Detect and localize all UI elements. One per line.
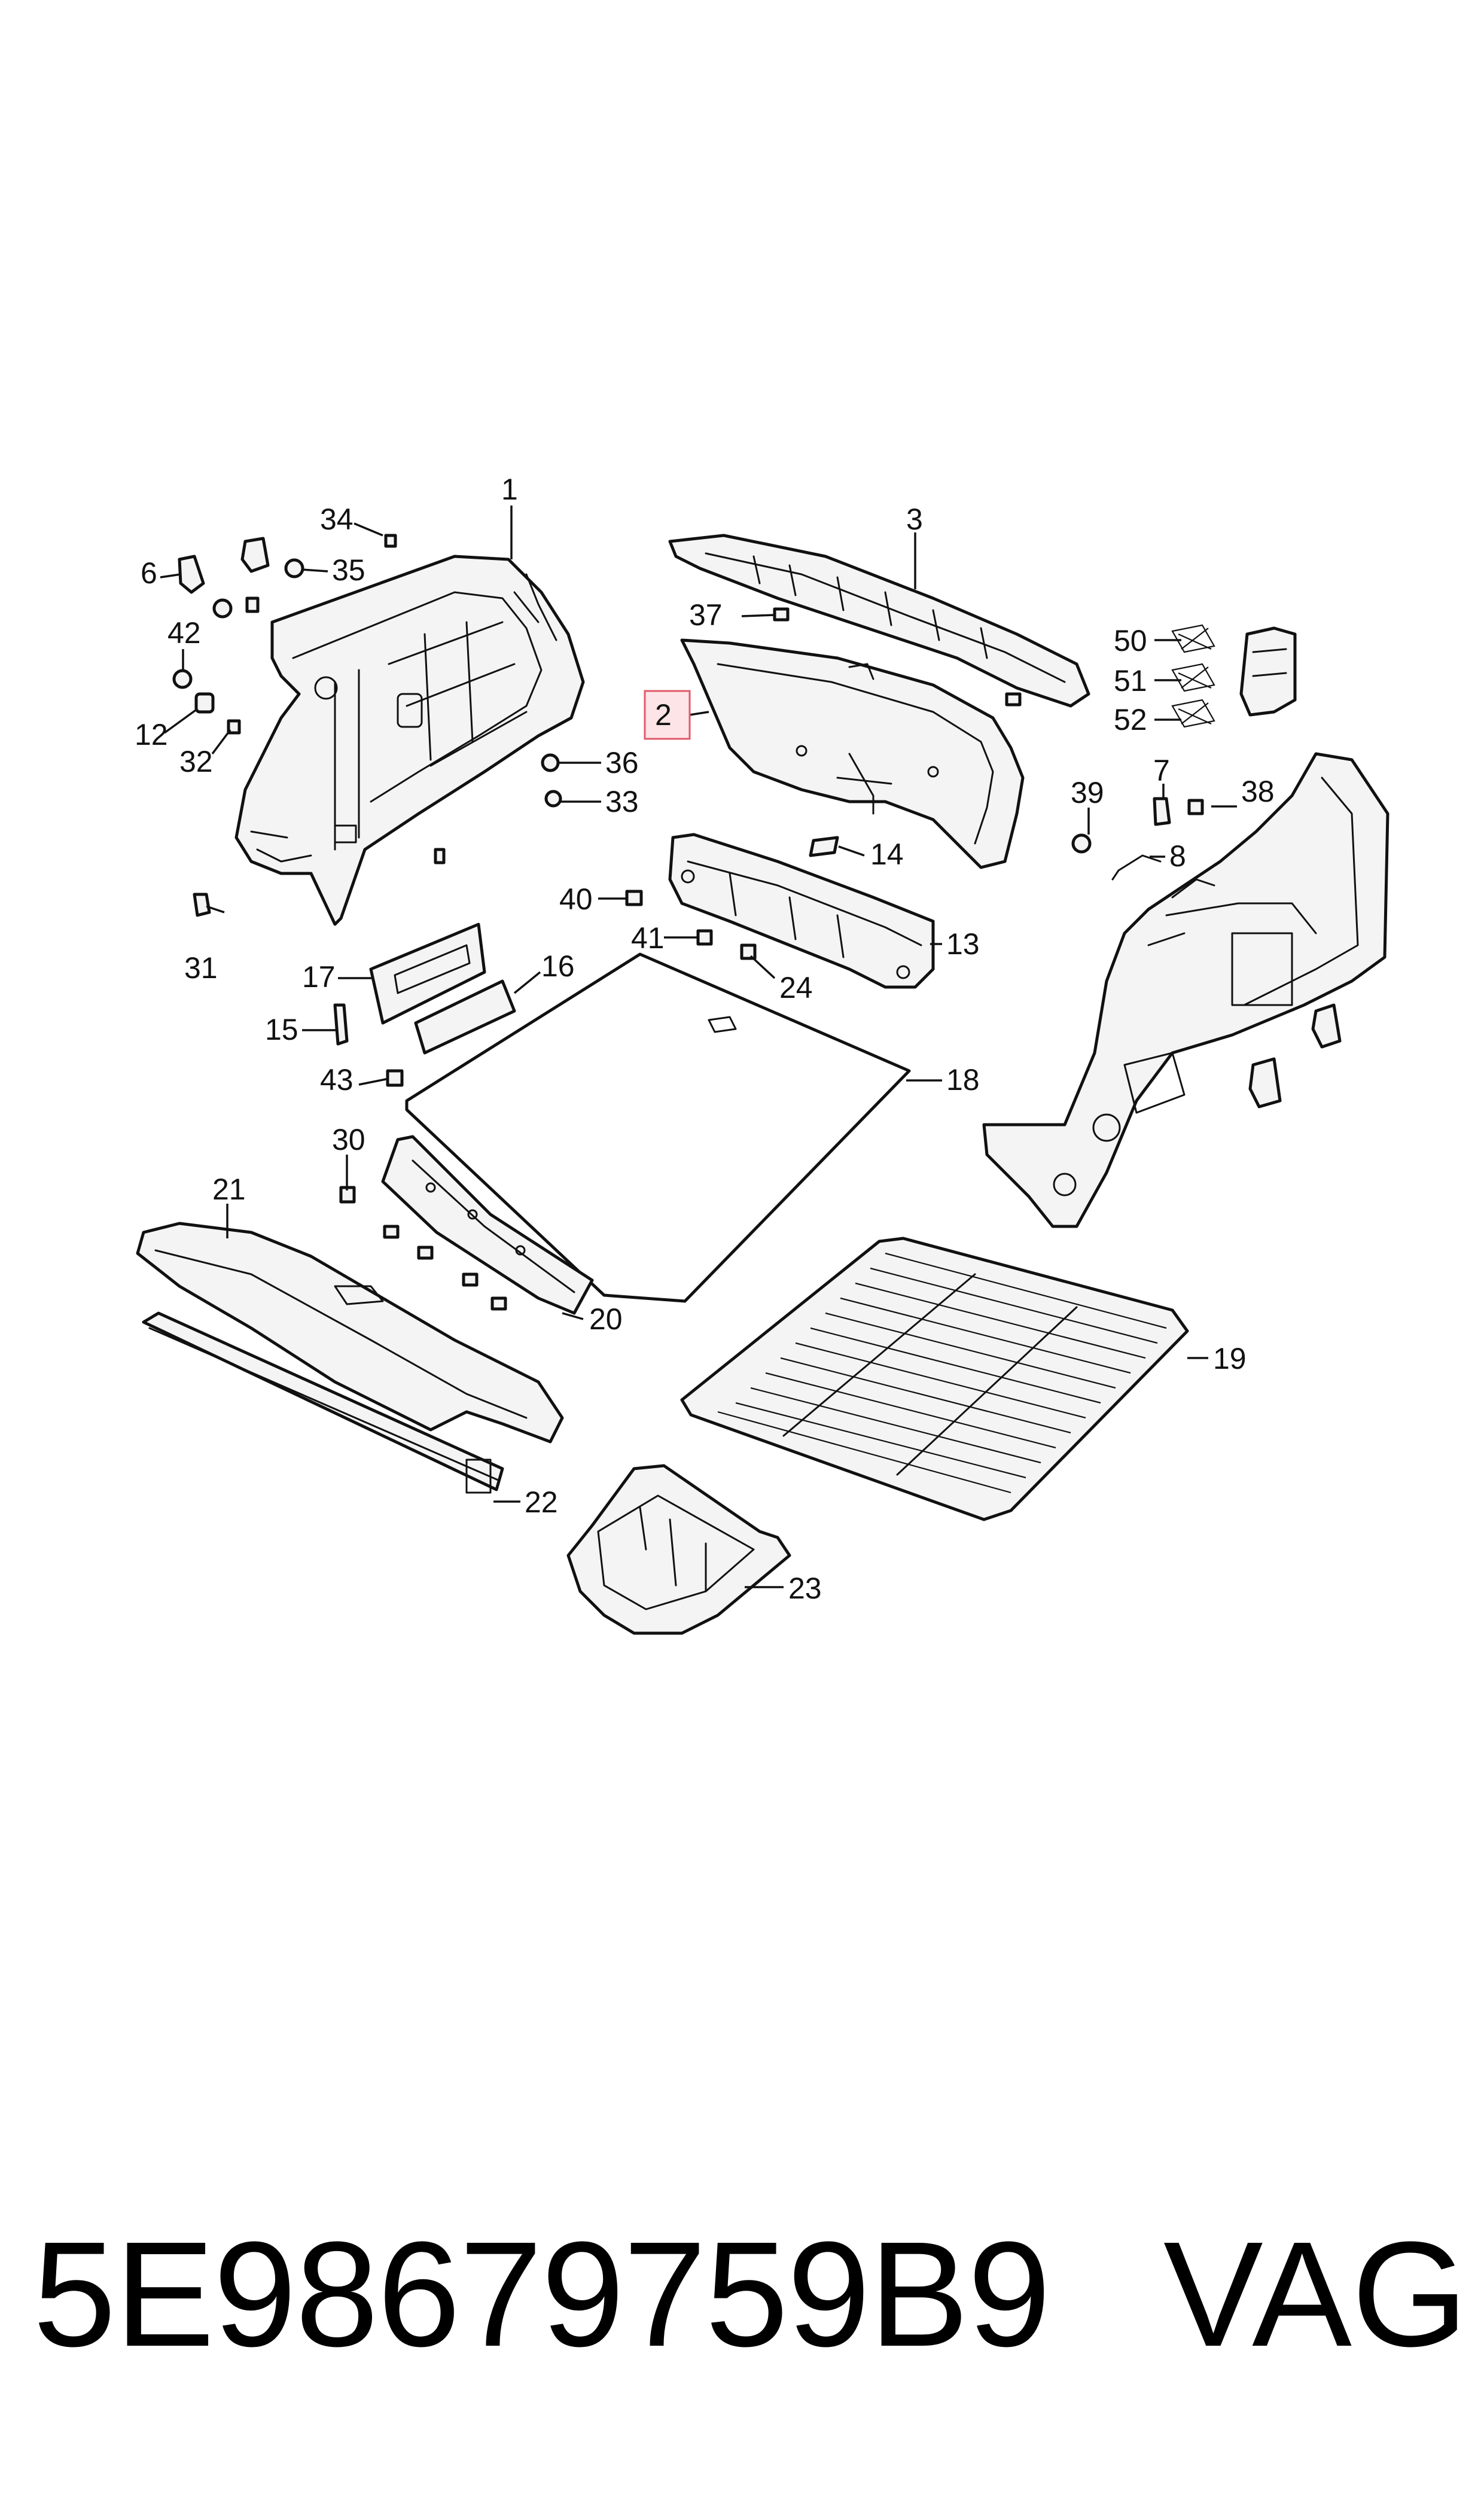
part-14-tab: [809, 836, 839, 857]
part-2-tailgate-trim: [680, 638, 1025, 869]
callout-37: 37: [689, 598, 723, 632]
callout-14: 14: [870, 838, 904, 871]
fastener-mid-a: [212, 598, 233, 619]
fastener-35: [284, 558, 304, 578]
callout-31: 31: [184, 951, 218, 985]
callout-1: 1: [501, 473, 518, 506]
fastener-33: [544, 790, 562, 808]
net-hook-50: [1171, 624, 1215, 653]
callout-24: 24: [779, 971, 813, 1004]
callout-39: 39: [1071, 776, 1104, 809]
part-1-left-side-trim: [234, 555, 585, 926]
part-23-storage-tray: [566, 1464, 791, 1635]
callout-40: 40: [559, 882, 593, 916]
callout-2: 2: [655, 698, 672, 732]
fastener-31: [193, 893, 211, 917]
fastener-20d: [490, 1296, 507, 1311]
part-3-upper-trim: [668, 534, 1090, 708]
callout-20: 20: [589, 1302, 623, 1336]
callout-19: 19: [1213, 1342, 1247, 1375]
callout-52: 52: [1114, 703, 1147, 736]
callout-3: 3: [906, 503, 923, 536]
highlighted-callout-box: [644, 690, 691, 740]
callout-6: 6: [141, 556, 157, 590]
part-18-luggage-floor: [405, 952, 911, 1303]
part-15-clip: [333, 1003, 349, 1046]
callout-33: 33: [605, 785, 639, 818]
right-side-trim: [982, 752, 1389, 1228]
callout-21: 21: [212, 1173, 246, 1206]
leader-lines: [160, 506, 1237, 1588]
fastener-20c: [462, 1272, 479, 1287]
callout-17: 17: [302, 960, 336, 994]
part-8-strap: [1111, 854, 1162, 881]
callout-18: 18: [946, 1063, 980, 1097]
callout-15: 15: [265, 1013, 298, 1046]
callout-8: 8: [1169, 839, 1186, 873]
fastener-38: [1187, 799, 1204, 815]
fastener-34: [240, 537, 270, 573]
brand-text: VAG: [1163, 2211, 1468, 2377]
callout-51: 51: [1114, 664, 1147, 698]
fastener-3-right: [1005, 692, 1022, 707]
callout-35: 35: [332, 553, 365, 587]
fastener-24: [740, 943, 757, 960]
callout-22: 22: [525, 1485, 558, 1519]
part-20-floor-rail: [381, 1135, 594, 1315]
part-17-side-cover: [369, 922, 486, 1025]
fastener-mid-b: [245, 596, 260, 613]
fastener-40: [625, 890, 643, 906]
part-number-text: 5E98679759B9: [33, 2211, 1051, 2377]
right-small-clip-b: [1248, 1057, 1282, 1109]
fastener-37: [773, 607, 790, 622]
callout-34: 34: [320, 503, 354, 536]
right-small-clip-a: [1311, 1003, 1342, 1049]
callout-50: 50: [1114, 624, 1147, 657]
fastener-bracket-1: [434, 848, 446, 864]
callout-42: 42: [167, 616, 201, 650]
fastener-42: [172, 669, 193, 689]
callout-labels: 1 2 3 6 7 8 12 13 14 15 16 17 18 19 20 2…: [135, 473, 1275, 1605]
callout-12: 12: [135, 718, 168, 751]
net-hook-51: [1171, 663, 1215, 692]
fastener-34b: [384, 534, 397, 548]
right-bracket-net-holder: [1239, 626, 1297, 717]
fastener-43: [386, 1069, 404, 1087]
part-7-clip: [1153, 797, 1171, 826]
callout-30: 30: [332, 1123, 365, 1156]
part-21-luggage-cover: [136, 1222, 564, 1444]
fastener-41: [696, 929, 713, 946]
callout-13: 13: [946, 927, 980, 961]
callout-38: 38: [1241, 775, 1275, 808]
callout-41: 41: [631, 921, 665, 955]
callout-43: 43: [320, 1063, 354, 1097]
fastener-12: [194, 692, 215, 714]
part-13-load-sill-trim: [668, 833, 935, 989]
fastener-20b: [417, 1246, 434, 1260]
callout-7: 7: [1153, 754, 1170, 787]
part-22-cover-rod: [142, 1311, 504, 1494]
fastener-39: [1071, 833, 1092, 854]
callout-16: 16: [541, 949, 575, 983]
callout-36: 36: [605, 746, 639, 780]
fasteners: [172, 534, 1215, 1311]
part-16-cover-cap: [414, 979, 516, 1055]
fastener-20a: [383, 1225, 400, 1239]
part-19-trunk-mat: [680, 1237, 1189, 1521]
fastener-32: [227, 719, 241, 735]
net-hook-52: [1171, 699, 1215, 728]
callout-32: 32: [179, 745, 213, 778]
fastener-6: [178, 555, 205, 594]
callout-23: 23: [788, 1572, 822, 1605]
fastener-36: [541, 753, 560, 772]
